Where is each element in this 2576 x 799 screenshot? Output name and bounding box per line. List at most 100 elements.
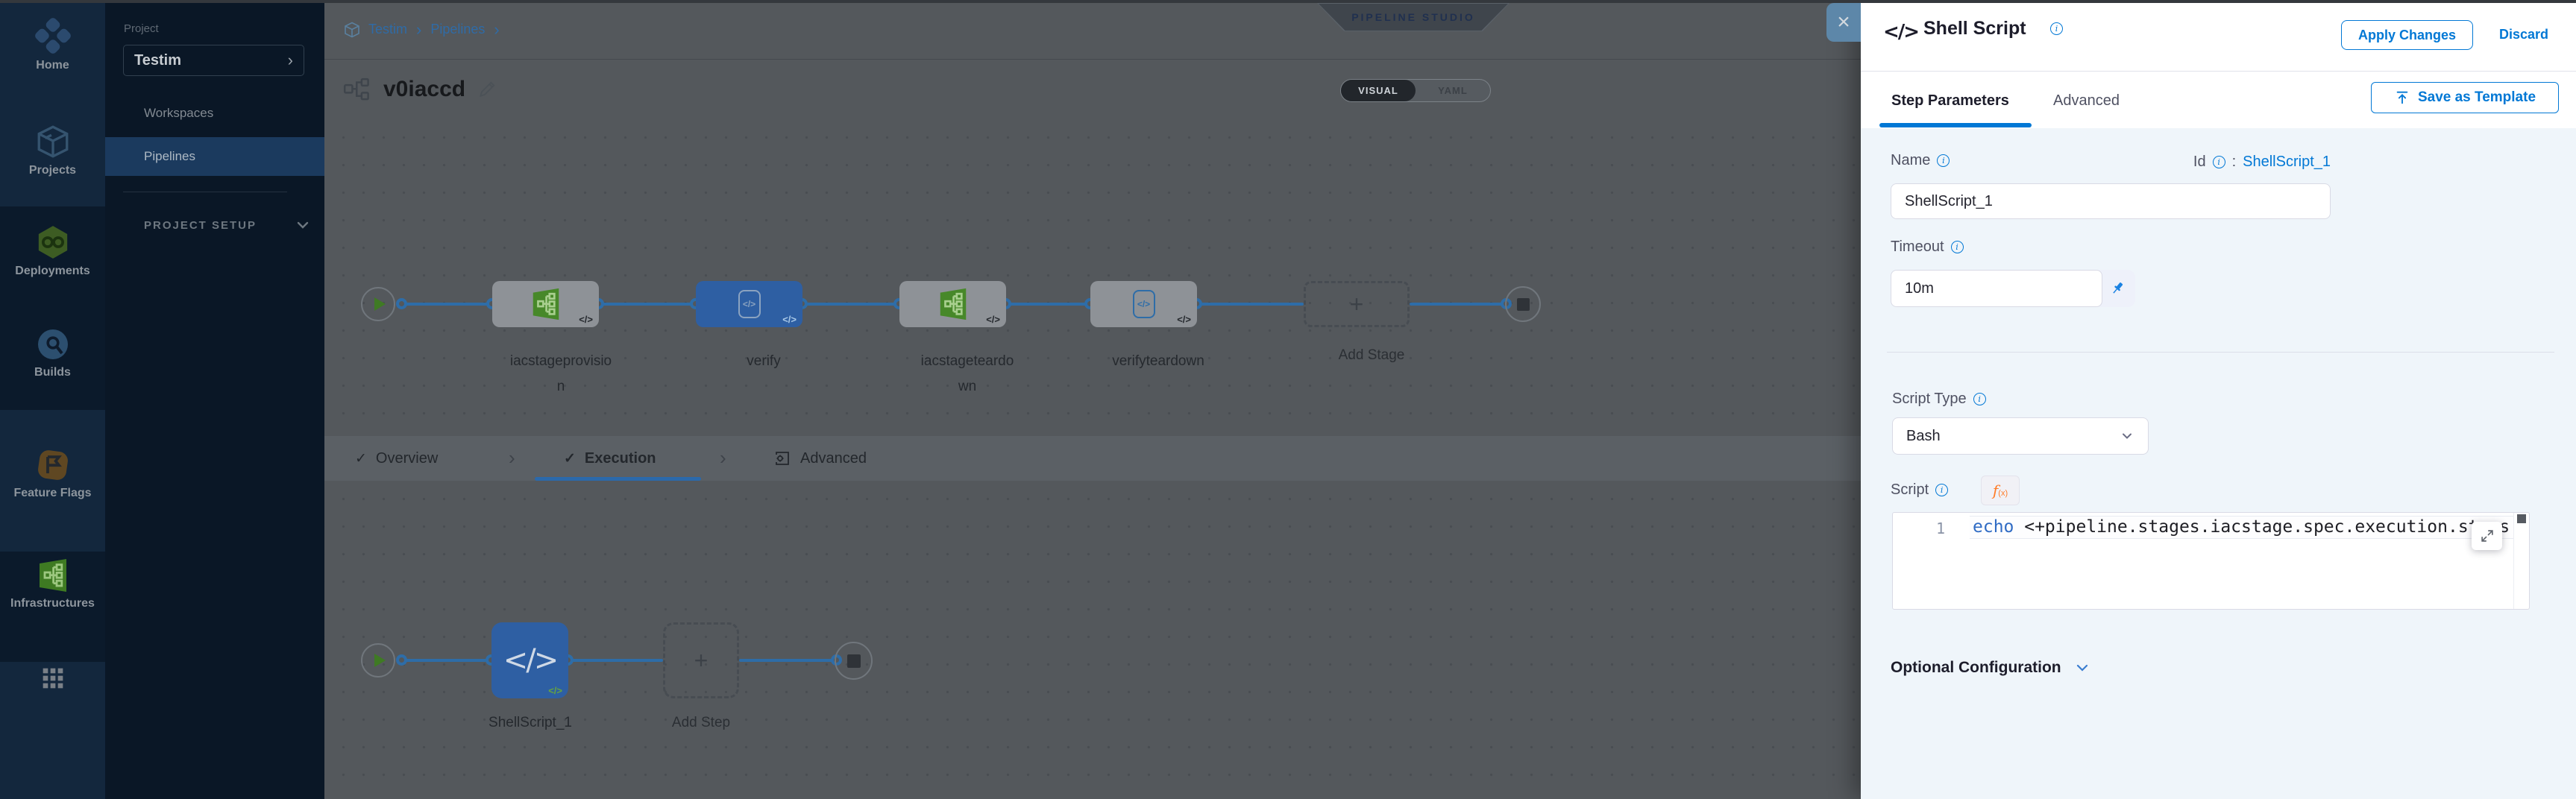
sidebar-item-label: Deployments <box>15 265 90 277</box>
code-badge-icon: </> <box>782 314 797 325</box>
tab-step-parameters-active[interactable]: Step Parameters <box>1891 92 2009 109</box>
name-field-label: Name i <box>1891 152 1950 169</box>
edit-pencil-icon[interactable] <box>477 80 497 99</box>
visual-yaml-toggle[interactable]: VISUAL YAML <box>1340 79 1491 102</box>
sidebar-item-deployments[interactable]: Deployments <box>0 224 105 278</box>
harness-logo-icon <box>34 16 72 59</box>
tab-advanced[interactable]: Advanced <box>773 436 867 481</box>
upload-icon <box>2396 91 2408 104</box>
graph-link <box>739 659 836 662</box>
add-step-button[interactable]: + <box>663 622 739 698</box>
discard-button[interactable]: Discard <box>2499 27 2548 42</box>
add-stage-label: Add Stage <box>1297 343 1446 368</box>
feature-flags-icon <box>35 447 71 487</box>
editor-scrollbar-thumb[interactable] <box>2517 514 2526 523</box>
info-icon[interactable]: i <box>2050 22 2063 35</box>
sidebar-item-pipelines[interactable]: Pipelines <box>105 137 324 176</box>
grid-icon <box>38 663 68 697</box>
breadcrumb-project-link[interactable]: Testim <box>368 22 408 37</box>
sidebar-item-builds[interactable]: Builds <box>0 326 105 379</box>
tab-label: Overview <box>375 449 439 467</box>
sidebar-item-feature-flags[interactable]: Feature Flags <box>0 447 105 500</box>
project-setup-toggle[interactable]: PROJECT SETUP <box>144 218 310 233</box>
add-step-label: Add Step <box>626 710 776 736</box>
id-value[interactable]: ShellScript_1 <box>2243 154 2331 170</box>
stage-node-verifyteardown[interactable]: </> </> <box>1090 281 1197 327</box>
tab-execution-active[interactable]: ✓ Execution <box>564 436 656 481</box>
project-selector[interactable]: Testim › <box>123 45 304 76</box>
stage-label-line: iacstageprovisio <box>509 353 612 369</box>
timeout-input[interactable] <box>1891 270 2102 307</box>
pipeline-canvas: Testim › Pipelines › v0iaccd PIPELINE ST… <box>324 0 1861 799</box>
stage-node-verify-selected[interactable]: </> </> <box>696 281 802 327</box>
sidebar-item-projects[interactable]: Projects <box>0 123 105 177</box>
sidebar-item-infrastructures[interactable]: Infrastructures <box>0 558 105 610</box>
play-icon <box>374 297 386 311</box>
sidebar-item-label: Builds <box>34 366 71 379</box>
sidebar-item-label: Infrastructures <box>10 597 95 610</box>
info-icon[interactable]: i <box>1937 154 1950 167</box>
pipeline-start-node[interactable] <box>361 287 395 321</box>
discard-label: Discard <box>2499 27 2549 42</box>
toggle-visual[interactable]: VISUAL <box>1341 80 1416 101</box>
sidebar-item-home[interactable]: Home <box>0 16 105 72</box>
script-type-select[interactable]: Bash <box>1892 417 2149 455</box>
execution-start-node[interactable] <box>361 643 395 678</box>
infrastructures-icon <box>35 558 71 597</box>
tab-advanced[interactable]: Advanced <box>2053 92 2120 109</box>
save-as-template-button[interactable]: Save as Template <box>2371 82 2559 113</box>
advanced-tab-icon <box>776 452 789 465</box>
drawer-tabs: Step Parameters Advanced Save as Templat… <box>1861 72 2576 128</box>
sidebar-item-workspaces[interactable]: Workspaces <box>105 94 324 133</box>
info-icon[interactable]: i <box>2212 156 2225 168</box>
builds-icon <box>35 326 71 366</box>
info-icon[interactable]: i <box>1973 393 1986 405</box>
add-stage-label-text: Add Stage <box>1338 347 1405 363</box>
name-input[interactable] <box>1891 183 2331 219</box>
add-stage-button[interactable]: + <box>1304 281 1410 327</box>
close-drawer-button[interactable]: × <box>1826 3 1861 42</box>
editor-expand-button[interactable] <box>2472 522 2502 550</box>
graph-link <box>568 659 663 662</box>
step-node-shellscript[interactable]: </> </> <box>491 622 568 698</box>
sidebar-item-label: Home <box>36 59 69 72</box>
module-grid-button[interactable] <box>0 663 105 697</box>
script-code-editor[interactable]: 1 echo <+pipeline.stages.iacstage.spec.e… <box>1892 512 2530 610</box>
graph-link <box>405 303 494 306</box>
pin-icon <box>2113 282 2123 294</box>
sidebar-item-label: Pipelines <box>144 149 195 163</box>
graph-port <box>396 654 407 666</box>
timeout-label-text: Timeout <box>1891 239 1944 255</box>
sidebar-item-label: Workspaces <box>144 106 214 120</box>
info-icon[interactable]: i <box>1950 241 1964 253</box>
window-top-edge <box>0 0 2576 3</box>
pin-input-type-button[interactable] <box>2105 277 2129 300</box>
deployments-icon <box>34 224 72 265</box>
chevron-down-icon <box>297 221 309 229</box>
cube-icon <box>345 22 359 37</box>
sidebar-item-label: Feature Flags <box>13 487 92 499</box>
nav-group-highlight <box>0 410 105 552</box>
id-label: Id <box>2193 154 2206 170</box>
check-icon: ✓ <box>564 450 576 467</box>
optional-configuration-label: Optional Configuration <box>1891 659 2061 676</box>
editor-code-line[interactable]: echo <+pipeline.stages.iacstage.spec.exe… <box>1973 516 2513 539</box>
breadcrumb-pipelines-link[interactable]: Pipelines <box>430 22 486 37</box>
tab-overview[interactable]: ✓ Overview <box>355 436 438 481</box>
apply-changes-button[interactable]: Apply Changes <box>2341 20 2473 50</box>
optional-configuration-toggle[interactable]: Optional Configuration <box>1891 659 2091 677</box>
play-icon <box>374 654 386 667</box>
code-badge-icon: </> <box>986 314 1000 325</box>
stage-node-iacstageteardown[interactable]: </> <box>899 281 1006 327</box>
iacm-stage-icon <box>533 288 559 320</box>
graph-link <box>802 303 899 306</box>
stage-label: verifyteardown <box>1084 349 1233 374</box>
stage-node-iacstageprovision[interactable]: </> <box>492 281 599 327</box>
info-icon[interactable]: i <box>1935 484 1949 496</box>
graph-link <box>1410 303 1507 306</box>
toggle-yaml[interactable]: YAML <box>1438 85 1468 96</box>
script-type-label: Script Type i <box>1892 391 1986 408</box>
expression-fx-button[interactable]: f(x) <box>1981 476 2020 505</box>
shell-script-icon: </> <box>1883 21 1920 43</box>
active-tab-underline <box>1879 123 2032 127</box>
